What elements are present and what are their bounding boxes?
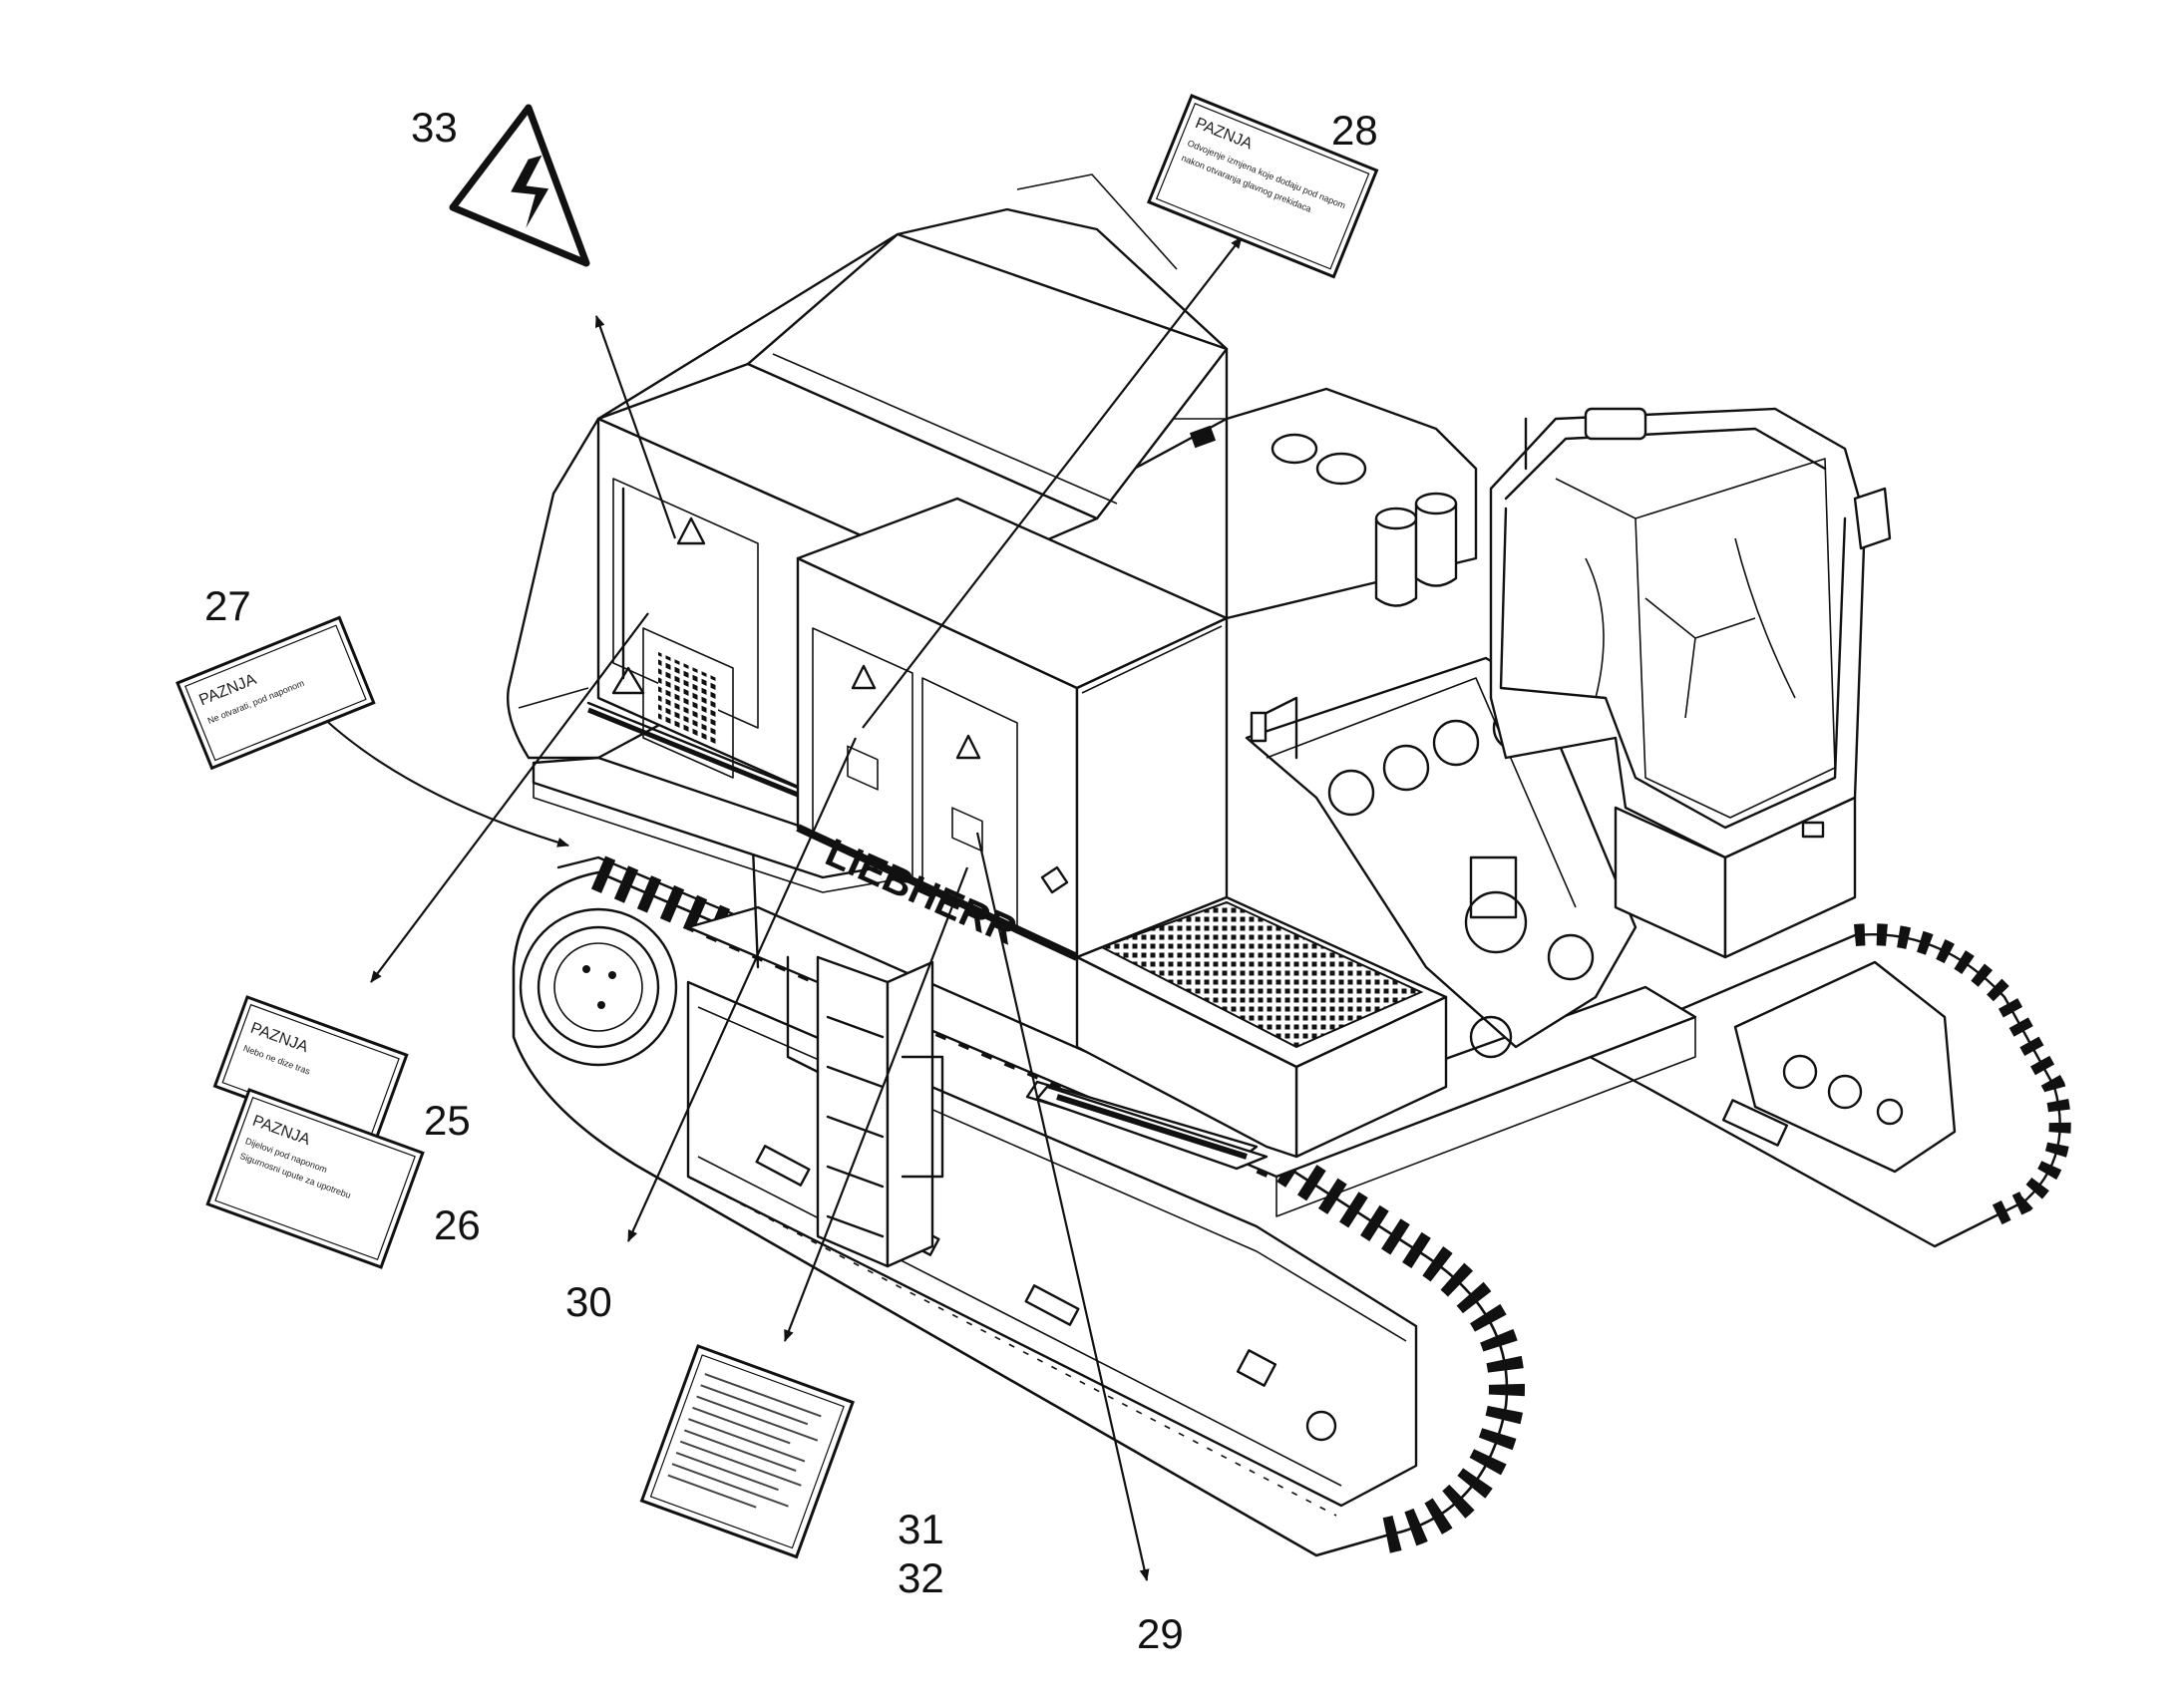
leader-27 (320, 715, 569, 848)
sticker-25: PAZNJA Nebo ne dize tras (212, 995, 409, 1147)
excavator-illustration: LIEBHERR (507, 173, 2071, 1557)
leader-30 (626, 737, 858, 1242)
sticker-31-32 (639, 1344, 855, 1559)
leader-31 (783, 866, 969, 1342)
callout-29: 29 (1137, 1610, 1184, 1657)
callout-33: 33 (411, 104, 458, 151)
sticker-28: PAZNJA Odvojenje izmjena koje dodaju pod… (1146, 94, 1379, 279)
callout-31: 31 (898, 1506, 944, 1552)
callout-25: 25 (424, 1097, 471, 1144)
callout-27: 27 (204, 582, 251, 629)
leader-lines (320, 236, 1243, 1581)
sticker-31-text-block (667, 1373, 822, 1509)
operator-cab (1489, 407, 1892, 959)
warning-sign-33 (449, 104, 590, 267)
callout-numbers: 33 28 27 25 26 30 31 32 29 (204, 104, 1378, 1657)
left-crawler-track (512, 855, 1525, 1557)
leader-33 (594, 315, 677, 539)
sticker-27: PAZNJA Ne otvarati, pod naponom (176, 615, 376, 771)
access-ladder (751, 846, 944, 1268)
sticker-26: PAZNJA Dijelovi pod naponom Sigurnosni u… (205, 1088, 425, 1269)
undercarriage (686, 905, 1697, 1217)
right-crawler-track (1579, 923, 2071, 1248)
callout-26: 26 (434, 1201, 481, 1248)
callout-30: 30 (565, 1278, 612, 1325)
leader-29 (975, 832, 1150, 1581)
leader-25 (370, 612, 649, 983)
callout-32: 32 (898, 1554, 944, 1601)
leader-28 (862, 236, 1243, 729)
superstructure: LIEBHERR (507, 173, 1637, 1171)
callout-28: 28 (1331, 107, 1378, 154)
